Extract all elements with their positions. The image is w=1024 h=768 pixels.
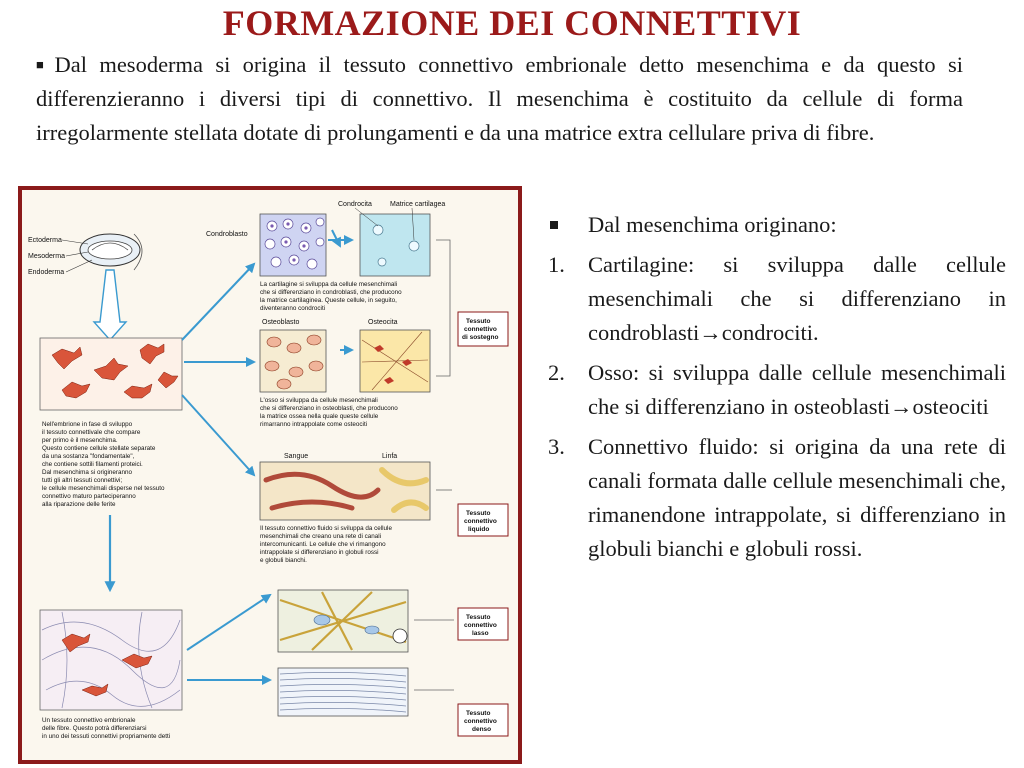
- svg-text:il tessuto connettivale che co: il tessuto connettivale che compare: [42, 429, 141, 436]
- svg-text:diventeranno condrociti: diventeranno condrociti: [260, 305, 325, 312]
- svg-text:delle fibre. Questo potrà diff: delle fibre. Questo potrà differenziarsi: [42, 725, 147, 732]
- svg-text:Condrocita: Condrocita: [338, 201, 372, 208]
- svg-text:liquido: liquido: [468, 526, 489, 533]
- svg-text:Nell'embrione in fase di svilu: Nell'embrione in fase di sviluppo: [42, 421, 133, 428]
- figure-drawing: Ectoderma Mesoderma Endoderma Nell'embri…: [28, 201, 509, 740]
- svg-text:Osteoblasto: Osteoblasto: [262, 319, 299, 326]
- lead-text: Dal mesenchima originano:: [588, 212, 837, 237]
- connective-tissue-figure: Ectoderma Mesoderma Endoderma Nell'embri…: [18, 186, 522, 764]
- box-lasso: Tessuto connettivo lasso: [457, 607, 509, 641]
- svg-text:L'osso si sviluppa da cellule: L'osso si sviluppa da cellule mesenchima…: [260, 397, 378, 404]
- svg-text:le cellule mesenchimali disper: le cellule mesenchimali disperse nel tes…: [42, 485, 165, 492]
- list-item: 3.Connettivo fluido: si origina da una r…: [548, 434, 1006, 561]
- svg-text:che si differenziano in osteob: che si differenziano in osteoblasti, che…: [260, 405, 398, 412]
- svg-text:Tessuto: Tessuto: [466, 710, 490, 717]
- intro-paragraph: ■Dal mesoderma si origina il tessuto con…: [36, 48, 963, 150]
- intro-text: Dal mesoderma si origina il tessuto conn…: [36, 52, 963, 145]
- svg-text:connettivo: connettivo: [464, 518, 497, 525]
- numbered-list: 1.Cartilagine: si sviluppa dalle cellule…: [548, 248, 1006, 566]
- svg-text:la matrice ossea nella quale q: la matrice ossea nella quale queste cell…: [260, 413, 379, 420]
- label-endoderma: Endoderma: [28, 269, 64, 276]
- loose-panel: [277, 589, 409, 653]
- svg-text:di sostegno: di sostegno: [462, 334, 499, 341]
- svg-text:intercomunicanti. Le cellule c: intercomunicanti. Le cellule che vi rima…: [260, 541, 386, 548]
- svg-text:Condroblasto: Condroblasto: [206, 231, 248, 238]
- svg-text:Questo contiene cellule stella: Questo contiene cellule stellate separat…: [42, 445, 156, 452]
- cartilage-panels: Condroblasto Condrocita Matrice cartilag…: [206, 201, 445, 312]
- svg-text:per primo è il mesenchima.: per primo è il mesenchima.: [42, 437, 118, 444]
- svg-text:Tessuto: Tessuto: [466, 614, 490, 621]
- svg-text:rimarranno intrappolate come o: rimarranno intrappolate come osteociti: [260, 421, 367, 428]
- label-ectoderma: Ectoderma: [28, 237, 62, 244]
- svg-text:che si differenziano in condro: che si differenziano in condroblasti, ch…: [260, 289, 402, 296]
- svg-text:Tessuto: Tessuto: [466, 318, 490, 325]
- svg-text:denso: denso: [472, 726, 491, 733]
- svg-text:Il tessuto connettivo fluido s: Il tessuto connettivo fluido si sviluppa…: [260, 525, 392, 532]
- svg-text:in uno dei tessuti connettivi: in uno dei tessuti connettivi propriamen…: [42, 733, 170, 740]
- svg-text:la matrice cartilaginea. Quest: la matrice cartilaginea. Queste cellule,…: [260, 297, 397, 304]
- svg-text:connettivo: connettivo: [464, 718, 497, 725]
- svg-text:Linfa: Linfa: [382, 453, 397, 460]
- right-column: Dal mesenchima originano: 1.Cartilagine:…: [548, 208, 1006, 572]
- page-title: FORMAZIONE DEI CONNETTIVI: [222, 3, 802, 43]
- svg-text:lasso: lasso: [472, 630, 489, 637]
- list-item: 1.Cartilagine: si sviluppa dalle cellule…: [548, 252, 1006, 345]
- svg-text:connettivo maturo parteciperan: connettivo maturo parteciperanno: [42, 493, 136, 500]
- svg-text:da una sostanza "fondamentale": da una sostanza "fondamentale",: [42, 453, 135, 460]
- list-item: 2.Osso: si sviluppa dalle cellule mesenc…: [548, 360, 1006, 419]
- bone-panels: Osteoblasto Osteocita L'osso si sviluppa…: [259, 319, 431, 428]
- box-liquido: Tessuto connettivo liquido: [457, 503, 509, 537]
- svg-text:intrappolate si differenziano: intrappolate si differenziano in globuli…: [260, 549, 379, 556]
- svg-text:mesenchimali che creano una re: mesenchimali che creano una rete di cana…: [260, 533, 381, 540]
- embryo-diagram: Ectoderma Mesoderma Endoderma: [28, 233, 143, 342]
- svg-text:Osteocita: Osteocita: [368, 319, 398, 326]
- svg-text:connettivo: connettivo: [464, 622, 497, 629]
- fluid-panel: Sangue Linfa Il tessuto connettivo fluid…: [259, 453, 431, 564]
- svg-text:alla riparazione delle ferite: alla riparazione delle ferite: [42, 501, 116, 508]
- branch-arrows: [181, 229, 354, 685]
- bullet-icon: ■: [36, 57, 51, 72]
- svg-text:Dal mesenchima si origineranno: Dal mesenchima si origineranno: [42, 469, 132, 476]
- label-mesoderma: Mesoderma: [28, 253, 65, 260]
- svg-text:La cartilagine si sviluppa da: La cartilagine si sviluppa da cellule me…: [260, 281, 397, 288]
- embryonic-connective-panel: Un tessuto connettivo embrionale delle f…: [39, 609, 183, 740]
- svg-text:e globuli bianchi.: e globuli bianchi.: [260, 557, 307, 564]
- svg-text:connettivo: connettivo: [464, 326, 497, 333]
- square-bullet-icon: [550, 221, 558, 229]
- svg-text:Matrice cartilagea: Matrice cartilagea: [390, 201, 445, 208]
- svg-text:Tessuto: Tessuto: [466, 510, 490, 517]
- svg-text:tutti gli altri tessuti connet: tutti gli altri tessuti connettivi;: [42, 477, 122, 484]
- lead-item: Dal mesenchima originano:: [548, 208, 1006, 242]
- svg-text:Sangue: Sangue: [284, 453, 308, 460]
- box-sostegno: Tessuto connettivo di sostegno: [457, 311, 509, 347]
- box-denso: Tessuto connettivo denso: [457, 703, 509, 737]
- embryo-caption: Nell'embrione in fase di sviluppo il tes…: [42, 421, 165, 508]
- mesenchyme-panel: [39, 337, 183, 411]
- svg-text:che contiene sottili filamenti: che contiene sottili filamenti proteici.: [42, 461, 143, 468]
- svg-text:Un tessuto connettivo embriona: Un tessuto connettivo embrionale: [42, 717, 136, 724]
- dense-panel: [277, 667, 409, 717]
